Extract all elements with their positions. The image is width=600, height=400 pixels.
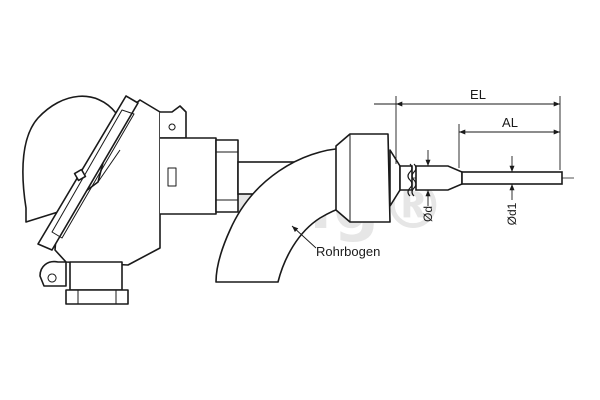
dimension-al-label: AL xyxy=(502,115,518,130)
dimension-d-label: Ød xyxy=(421,206,435,222)
dimension-el-label: EL xyxy=(470,87,486,102)
dimension-d1-label: Ød1 xyxy=(505,202,519,225)
connection-head xyxy=(22,95,239,305)
process-collar xyxy=(335,133,401,223)
hinge-band xyxy=(37,95,139,251)
thermowell-tube xyxy=(399,163,563,197)
callout-leader xyxy=(291,225,317,249)
dimension-al xyxy=(458,124,560,168)
head-lid xyxy=(22,95,117,223)
pipe-bend xyxy=(215,147,347,283)
dimension-el xyxy=(374,96,561,170)
callout-rohrbogen: Rohrbogen xyxy=(316,244,380,259)
